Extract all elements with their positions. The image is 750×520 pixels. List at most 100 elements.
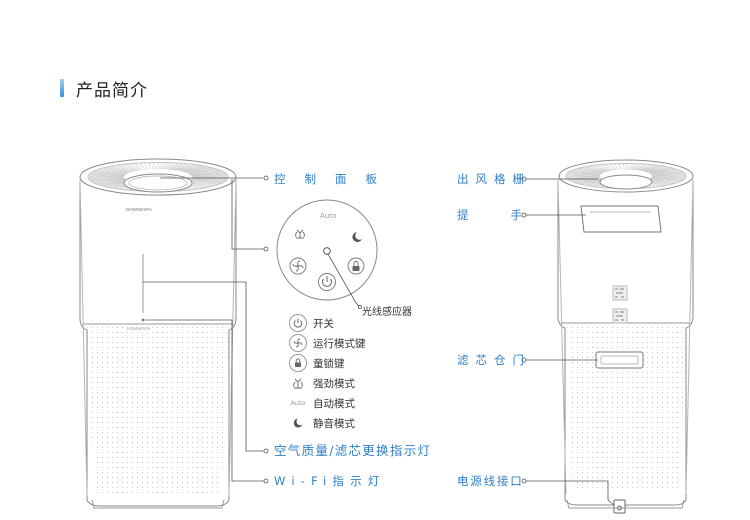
grille-slat	[623, 163, 629, 170]
front-purifier	[79, 158, 237, 509]
grille-slat	[189, 172, 224, 175]
panel-power-button	[318, 273, 336, 291]
grille-slat	[569, 172, 601, 176]
back-purifier	[557, 159, 694, 514]
grille-slat	[618, 164, 621, 170]
handle	[580, 205, 662, 233]
grille-slat	[170, 164, 192, 170]
grille-slat	[189, 179, 220, 184]
legend-label: 开关	[313, 317, 334, 330]
grille-slat	[154, 162, 160, 170]
grille-slat	[104, 167, 130, 174]
legend-item-mode: 运行模式键	[289, 334, 366, 352]
grille-slat	[191, 175, 227, 178]
grille-slat	[625, 163, 634, 170]
grille-slat	[651, 175, 685, 177]
grille-slat	[191, 176, 227, 179]
grille-slat	[187, 180, 215, 186]
grille-slat	[567, 175, 601, 177]
filter-door	[595, 351, 644, 369]
grille-slat	[648, 179, 673, 184]
grille-slat	[159, 162, 169, 170]
callout-filter-door: 滤芯仓门	[457, 353, 531, 367]
grille-slat	[572, 179, 604, 182]
grille-slat	[110, 166, 133, 173]
grille-slat	[585, 166, 607, 173]
callout-handle: 提手	[457, 208, 564, 222]
page-title: 产品简介	[76, 81, 148, 101]
leader-line-endpoints	[263, 175, 527, 484]
grille-slat	[609, 164, 617, 171]
grille-slat	[639, 166, 663, 171]
grille-slat	[633, 164, 651, 171]
grille-slat	[567, 176, 601, 178]
grille-slat	[645, 169, 676, 173]
control-panel-zoom	[276, 199, 378, 301]
grille-slat	[139, 163, 146, 170]
grille-slat	[637, 165, 659, 171]
grille-slat	[190, 178, 222, 183]
lock-icon	[289, 354, 307, 372]
grille-slat	[568, 173, 601, 176]
grille-slat	[90, 174, 125, 177]
grille-slat	[649, 178, 678, 183]
control-panel-circle	[276, 199, 378, 301]
grille-slat	[126, 164, 140, 171]
legend-item-child-lock: 童锁键	[289, 354, 345, 372]
grille-slat	[651, 176, 683, 180]
grille-slat	[92, 172, 125, 176]
leader-lines	[143, 177, 615, 506]
grille-slat	[649, 171, 682, 174]
brand-logo-upper: DOWNESPA	[126, 207, 152, 212]
grille-slat	[589, 166, 608, 172]
grille-slat	[91, 173, 125, 177]
grille-slat	[161, 163, 174, 170]
grille-slat	[651, 176, 684, 179]
grille-slat	[92, 179, 127, 182]
panel-lock-button	[347, 257, 365, 275]
front-control-disc	[123, 173, 193, 193]
brand-logo-lower: DOWNESPA	[127, 326, 150, 331]
legend-label: 强劲模式	[313, 377, 355, 390]
grille-slat	[641, 166, 667, 172]
grille-slat	[631, 164, 647, 170]
grille-slat	[118, 165, 136, 172]
back-top-disc	[599, 174, 653, 190]
grille-slat	[180, 167, 211, 172]
legend-label: 童锁键	[313, 357, 345, 370]
grille-slat	[649, 178, 676, 183]
light-sensor	[323, 247, 331, 255]
grille-slat	[107, 167, 131, 173]
grille-slat	[184, 169, 216, 173]
grille-slat	[572, 170, 602, 175]
grille-slat	[185, 169, 219, 173]
grille-slat	[172, 164, 196, 171]
grille-slat	[130, 163, 142, 171]
heading-accent-bar	[60, 79, 64, 97]
legend-label: 自动模式	[313, 397, 355, 410]
grille-slat	[621, 163, 625, 170]
grille-slat	[651, 174, 685, 176]
callout-control-panel: 控制面板	[274, 172, 396, 186]
grille-slat	[94, 171, 126, 176]
legend-item-turbo: 强劲模式	[289, 374, 355, 392]
grille-slat	[627, 163, 638, 170]
grille-slat	[651, 177, 682, 181]
grille-slat	[650, 172, 683, 174]
wifi-light-dot	[141, 318, 145, 322]
grille-slat	[582, 167, 606, 173]
front-mesh	[87, 325, 229, 497]
panel-moon-icon	[352, 232, 362, 242]
grille-slat	[191, 178, 224, 182]
grille-slat	[629, 164, 643, 170]
moon-icon	[289, 414, 307, 432]
panel-auto-label: Auto	[320, 212, 337, 220]
grille-slat	[642, 167, 670, 172]
grille-slat	[574, 169, 603, 174]
grille-slat	[574, 179, 605, 183]
callout-air-quality-light: 空气质量/滤芯更换指示灯	[274, 443, 432, 458]
grille-slat	[101, 168, 129, 174]
grille-slat	[576, 169, 603, 174]
grille-slat	[135, 163, 144, 171]
callout-wifi-light: Wi-Fi指示灯	[274, 474, 386, 488]
